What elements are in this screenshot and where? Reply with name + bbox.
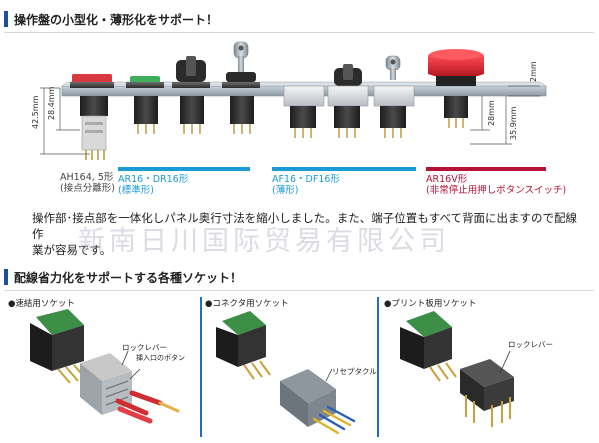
socket-figure-pcb [400, 311, 514, 427]
caption-underline-ar16v [426, 167, 546, 171]
description-line-2: 業が容易です。 [32, 243, 112, 257]
dim-label-42-5: 42.5mm [31, 95, 40, 129]
caption-model: AR16・DR16形 [118, 174, 189, 185]
caption-note: (標準形) [118, 185, 154, 196]
dimension-2 [508, 85, 540, 97]
socket-label-pcb: ●プリント板用ソケット [384, 299, 477, 309]
caption-model: AH164, 5形 [60, 172, 114, 183]
dim-label-28-4: 28.4mm [47, 86, 56, 120]
section-title-1: 操作盤の小型化・薄形化をサポート！ [14, 12, 219, 27]
dimension-35-9 [470, 96, 512, 145]
switch-df16-selector [327, 64, 369, 138]
section-title-2: 配線省力化をサポートする各種ソケット！ [14, 270, 243, 285]
watermark: 新南日川国际贸易有限公司 [78, 226, 450, 257]
caption-note: (薄形) [272, 185, 299, 196]
socket-figure-connector [216, 311, 356, 435]
caption-model: AR16V形 [426, 174, 468, 185]
callout-receptacle: リセプタクル [332, 367, 377, 376]
caption-note: (接点分離形) [60, 183, 115, 194]
switch-ah164 [70, 74, 114, 160]
caption-note: (非常停止用押しボタンスイッチ) [426, 185, 567, 196]
caption-ar16: AR16・DR16形 (標準形) [118, 174, 188, 196]
divider [4, 32, 594, 33]
socket-label-quick: ●速結用ソケット [8, 299, 75, 309]
callout-lock-lever-quick: ロックレバー [122, 343, 167, 352]
section-heading-2: 配線省力化をサポートする各種ソケット！ [4, 268, 242, 286]
dimension-28 [470, 96, 490, 131]
panel-mount-figure: 42.5mm 28.4mm [31, 41, 547, 160]
section-heading-1: 操作盤の小型化・薄形化をサポート！ [4, 10, 218, 28]
divider [4, 290, 594, 291]
socket-divider [200, 297, 202, 437]
socket-figure-quick [30, 309, 180, 424]
switch-ar16-green [126, 76, 164, 134]
socket-label-connector: ●コネクタ用ソケット [205, 299, 289, 309]
callout-lock-lever-pcb: ロックレバー [508, 340, 553, 349]
description-text: 操作部･接点部を一体化しパネル奥行寸法を縮小しました。また、端子位置もすべて背面… [32, 210, 584, 258]
heading-accent-bar [4, 11, 8, 27]
dimension-28-4 [56, 88, 80, 131]
dim-label-2: 2mm [529, 61, 538, 82]
caption-ar16v: AR16V形 (非常停止用押しボタンスイッチ) [426, 174, 566, 196]
caption-underline-af16 [272, 167, 416, 171]
socket-divider [377, 297, 379, 437]
switch-dr16-key [222, 41, 260, 134]
caption-underline-ar16 [118, 167, 250, 171]
dimension-42-5 [40, 87, 90, 155]
dim-label-35-9: 35.9mm [509, 106, 518, 140]
description-line-1: 操作部･接点部を一体化しパネル奥行寸法を縮小しました。また、端子位置もすべて背面… [32, 211, 577, 241]
switch-df16-key [373, 55, 415, 138]
caption-af16: AF16・DF16形 (薄形) [272, 174, 340, 196]
heading-accent-bar [4, 269, 8, 285]
callout-insert-button: 挿入口のボタン [136, 354, 185, 362]
switch-dr16-selector [172, 56, 210, 134]
switch-af16 [283, 85, 325, 138]
caption-model: AF16・DF16形 [272, 174, 340, 185]
dim-label-28: 28mm [487, 100, 496, 126]
switch-ar16v-emergency [428, 49, 484, 128]
caption-ah164: AH164, 5形 (接点分離形) [60, 172, 115, 194]
